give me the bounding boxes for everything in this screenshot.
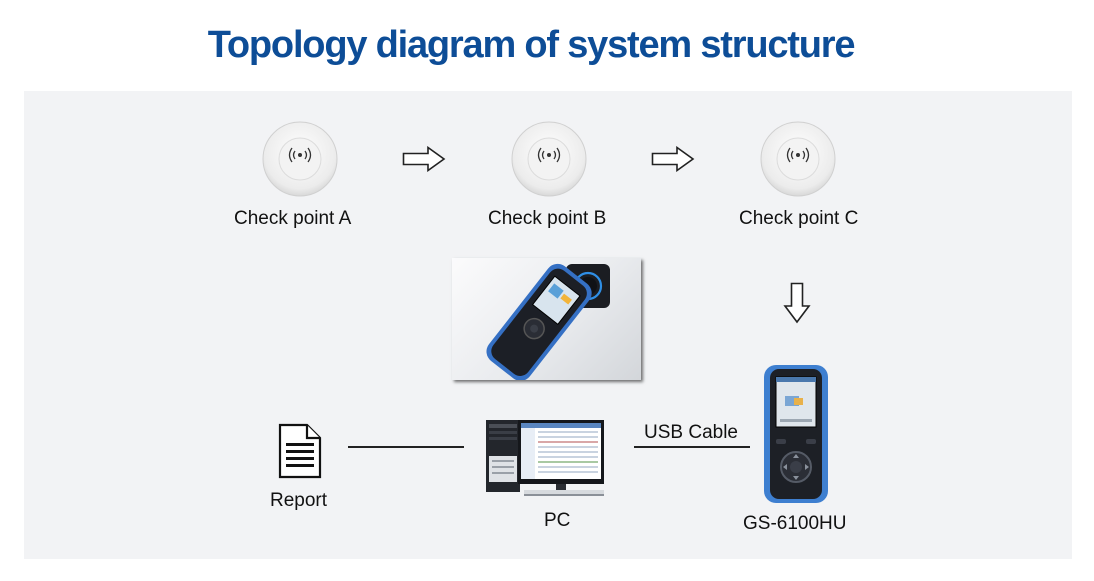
down-arrow-icon (783, 282, 811, 324)
device-label: GS-6100HU (743, 513, 847, 534)
rfid-checkpoint-icon (760, 121, 836, 197)
usb-cable-connector (634, 446, 750, 448)
right-arrow-icon (402, 146, 446, 172)
rfid-checkpoint-icon (511, 121, 587, 197)
right-arrow-icon (651, 146, 695, 172)
pc-label: PC (544, 510, 571, 531)
checkpoint-b-label: Check point B (488, 208, 607, 229)
checkpoint-c-label: Check point C (739, 208, 859, 229)
handheld-reader-icon (764, 365, 828, 503)
document-icon (278, 423, 322, 479)
desktop-pc-icon (486, 420, 604, 496)
checkpoint-a-label: Check point A (234, 208, 352, 229)
page-title: Topology diagram of system structure (207, 24, 856, 66)
report-pc-connector (348, 446, 464, 448)
usb-cable-label: USB Cable (644, 422, 738, 443)
scanning-photo (452, 258, 641, 380)
rfid-checkpoint-icon (262, 121, 338, 197)
report-label: Report (270, 490, 328, 511)
